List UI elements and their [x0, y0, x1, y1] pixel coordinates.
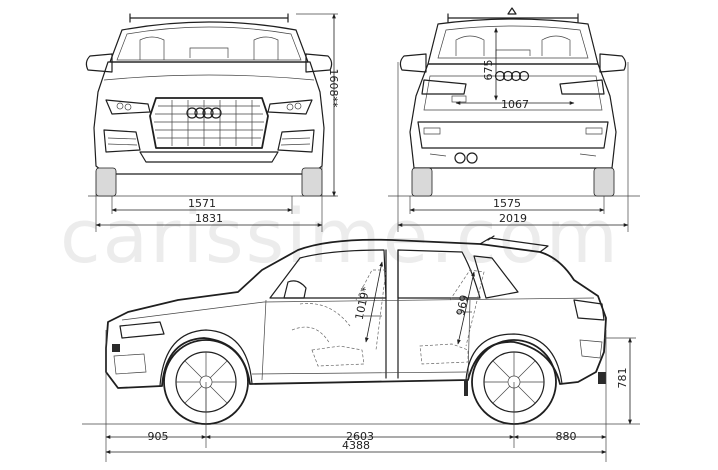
dim-front-track: 1571 — [188, 197, 216, 210]
side-view — [82, 235, 640, 462]
side-dimension-lines: 1019* 969 781 905 2603 880 4388 — [105, 261, 632, 454]
dim-front-width: 1831 — [195, 212, 223, 225]
dim-overall-length: 4388 — [342, 439, 370, 452]
rear-view — [388, 7, 640, 232]
watermark-text: carissime.com — [60, 194, 620, 280]
front-dimension-lines: 1571 1831 1608** — [95, 13, 340, 227]
dim-rear-headroom: 969 — [454, 294, 471, 317]
dim-overall-height: 1608** — [327, 69, 340, 108]
dim-front-headroom: 1019* — [353, 285, 373, 321]
dim-width-with-mirrors: 2019 — [499, 212, 527, 225]
dim-rear-track: 1575 — [493, 197, 521, 210]
dim-rear-overhang: 880 — [556, 430, 577, 443]
rear-dimension-lines: 675 1067 1575 2019 — [397, 27, 629, 227]
dim-rear-window-width: 1067 — [501, 98, 529, 111]
dim-wheelbase: 2603 — [346, 430, 374, 443]
front-view — [85, 13, 338, 232]
dim-rear-window-height: 675 — [482, 60, 495, 81]
dim-front-overhang: 905 — [148, 430, 169, 443]
dim-loading-sill-height: 781 — [616, 368, 629, 389]
